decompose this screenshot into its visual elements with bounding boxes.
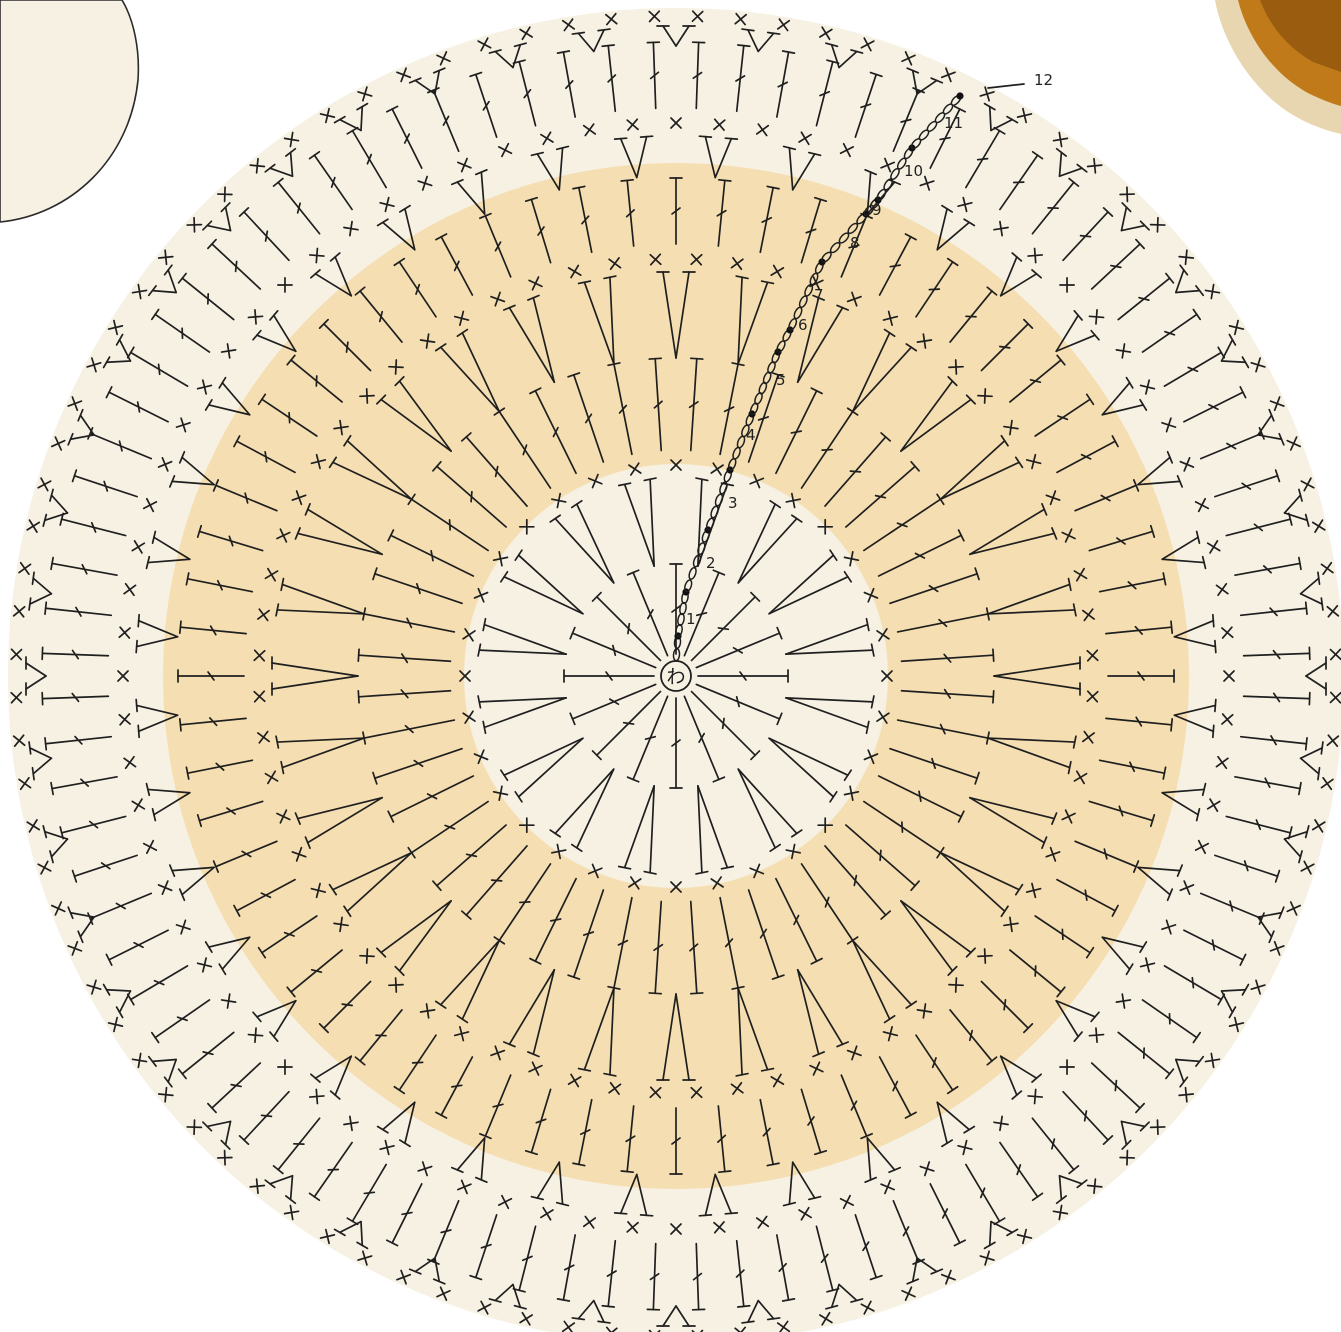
round-label: 4 bbox=[746, 426, 756, 444]
round-label: 7 bbox=[814, 286, 824, 304]
round-label: 6 bbox=[798, 316, 808, 334]
round-label: 11 bbox=[944, 114, 963, 132]
round-label: 8 bbox=[850, 234, 860, 252]
round-label: 10 bbox=[904, 162, 923, 180]
round-label: 3 bbox=[728, 494, 738, 512]
photo-corner bbox=[1215, 0, 1341, 134]
slip-stitch-dot bbox=[956, 92, 963, 99]
corner-circle-shape bbox=[0, 0, 138, 222]
slip-stitch-dot bbox=[862, 210, 869, 217]
round-label: 2 bbox=[706, 554, 716, 572]
round-label: 1 bbox=[686, 610, 696, 628]
round-label: 9 bbox=[872, 201, 882, 219]
label-leader-line bbox=[988, 84, 1024, 88]
round-label: 12 bbox=[1034, 71, 1053, 89]
round-label: 5 bbox=[776, 371, 786, 389]
magic-ring-label: わ bbox=[666, 666, 685, 688]
